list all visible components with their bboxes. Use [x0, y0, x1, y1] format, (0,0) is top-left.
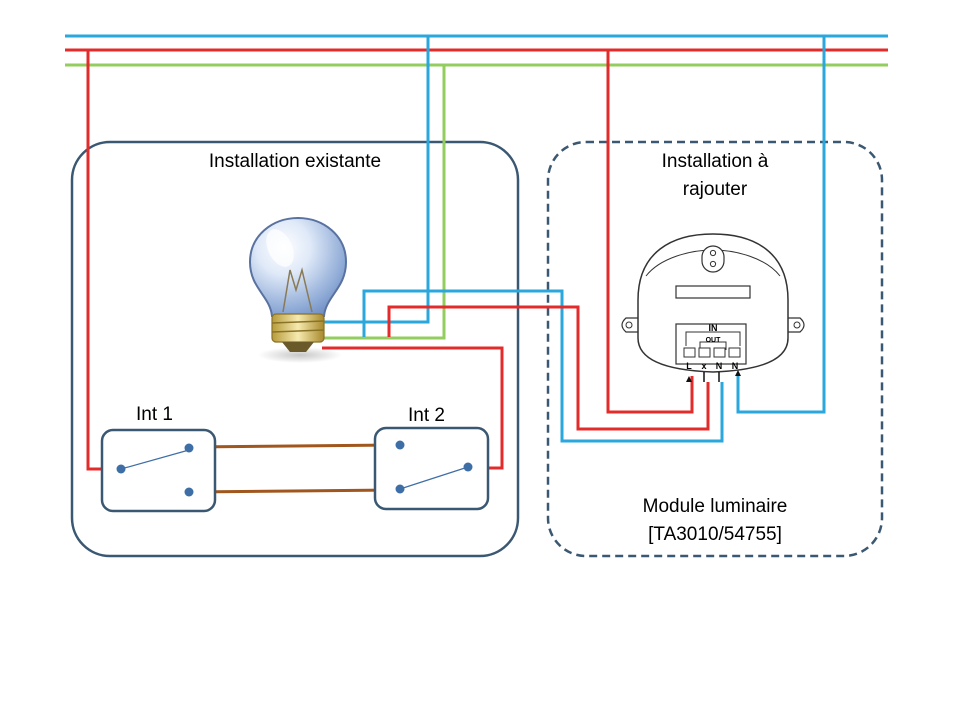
terminal-arrow-n2	[735, 370, 741, 376]
switch-int1	[100, 428, 217, 513]
module-label-in: IN	[709, 323, 718, 333]
wire-red-to-module	[387, 305, 710, 431]
wire-blue-to-module	[362, 289, 724, 443]
switch-int1-label: Int 1	[136, 404, 173, 425]
traveller-wire-2	[188, 488, 401, 494]
installation-to-add-box	[546, 140, 884, 558]
light-bulb-icon	[248, 216, 348, 363]
wire-neutral-to-module	[736, 36, 826, 414]
traveller-wire-1	[188, 443, 401, 449]
terminal-label-n1: N	[716, 361, 723, 371]
terminal-arrow-l	[686, 376, 692, 382]
installation-to-add-title-line2: rajouter	[682, 179, 748, 200]
module-name-line1: Module luminaire	[642, 496, 788, 517]
wire-phase-to-int1	[86, 50, 120, 471]
terminal-label-l: L	[686, 361, 692, 371]
wire-neutral-to-lamp	[322, 36, 430, 324]
switch-int2	[373, 426, 490, 511]
module-name-line2: [TA3010/54755]	[648, 524, 782, 545]
terminal-label-n2: N	[732, 361, 739, 371]
terminal-label-x: x	[701, 361, 706, 371]
switch-int2-label: Int 2	[408, 405, 445, 426]
wire-earth-to-lamp	[322, 65, 446, 340]
module-label-out: OUT	[706, 337, 722, 344]
installation-to-add-title-line1: Installation à	[661, 151, 769, 172]
existing-installation-box	[70, 140, 520, 558]
wire-phase-to-module	[606, 50, 694, 414]
module-device-icon: IN OUT L x N N	[621, 233, 805, 382]
existing-installation-title: Installation existante	[208, 151, 382, 172]
